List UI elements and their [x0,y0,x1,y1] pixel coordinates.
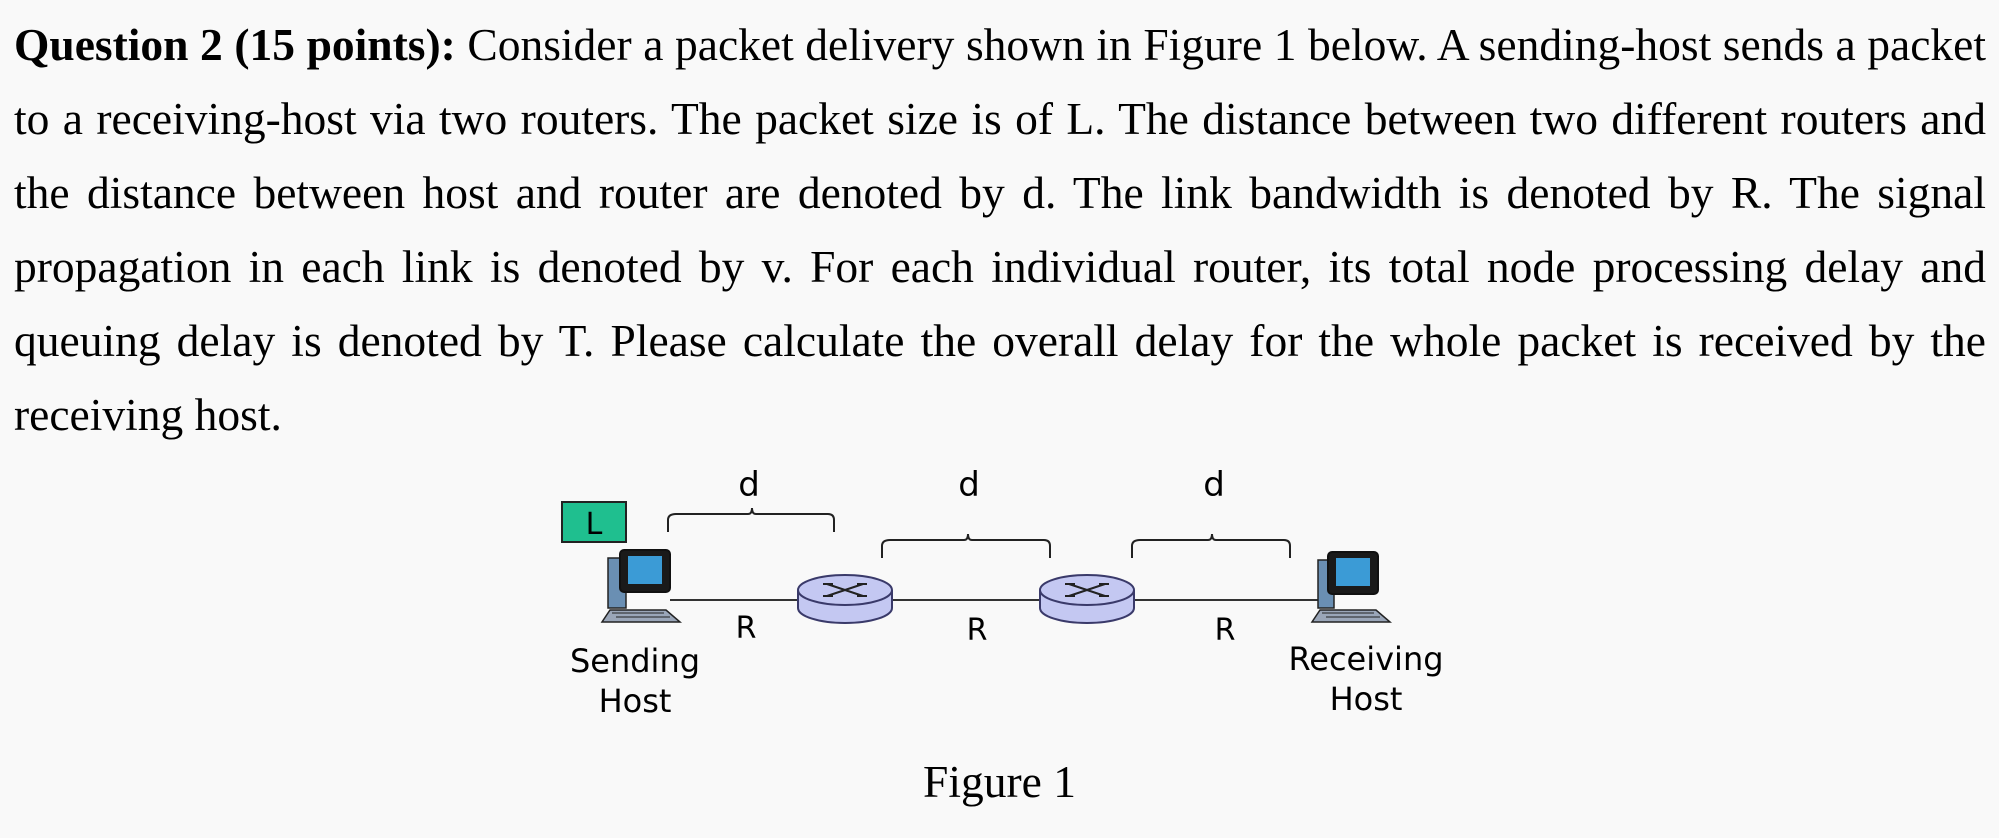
distance-brace-3 [1131,533,1291,558]
bandwidth-label-2: R [967,613,988,648]
packet-label: L [586,507,603,542]
question-heading: Question 2 (15 points): [14,19,456,70]
sending-host-label-line2: Host [599,682,672,720]
router-2-icon [1039,574,1135,624]
receiving-host-label-line2: Host [1330,680,1403,718]
network-diagram: d d d L [540,450,1460,730]
sending-host-icon [600,549,683,623]
question-text: Question 2 (15 points): Consider a packe… [14,8,1986,452]
bandwidth-label-3: R [1215,613,1236,648]
question-body: Consider a packet delivery shown in Figu… [14,19,1986,440]
distance-label-1: d [738,465,760,505]
distance-brace-1 [667,507,835,532]
figure-caption: Figure 1 [923,756,1076,807]
sending-host-label-line1: Sending [570,642,700,680]
distance-label-3: d [1203,465,1225,505]
packet-box [561,501,627,543]
distance-label-2: d [958,465,980,505]
bandwidth-label-1: R [736,611,757,646]
receiving-host-label-line1: Receiving [1288,640,1443,678]
router-1-icon [797,574,893,624]
receiving-host-icon [1310,551,1393,623]
distance-brace-2 [881,533,1051,558]
